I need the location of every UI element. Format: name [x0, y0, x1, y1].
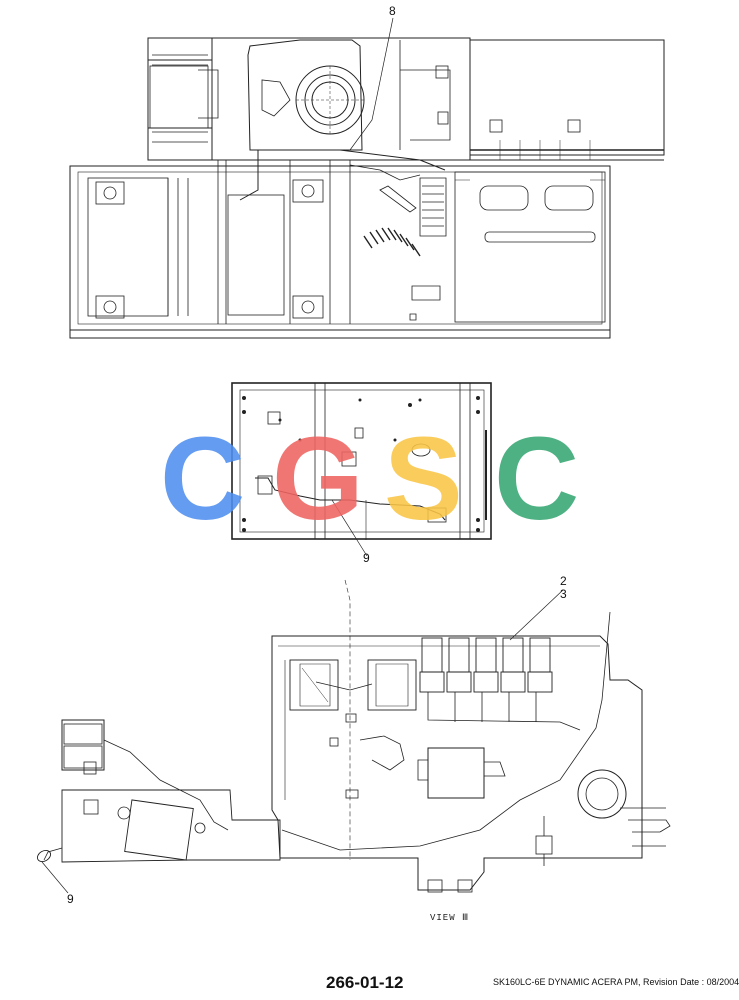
callout-8-top: 8: [389, 4, 396, 18]
watermark-letter-c1: C: [160, 413, 246, 545]
callout-3-bottom: 3: [560, 587, 567, 601]
callout-9-bottom: 9: [67, 892, 74, 906]
watermark-letter-c2: C: [494, 413, 580, 545]
watermark-letter-g: G: [272, 413, 364, 545]
revision-text: SK160LC-6E DYNAMIC ACERA PM, Revision Da…: [493, 977, 739, 987]
page-number: 266-01-12: [326, 973, 404, 992]
callout-9-middle: 9: [363, 551, 370, 565]
callout-2-bottom: 2: [560, 574, 567, 588]
watermark-letter-s: S: [384, 413, 463, 545]
view-iii-label: VIEW Ⅲ: [430, 913, 470, 923]
